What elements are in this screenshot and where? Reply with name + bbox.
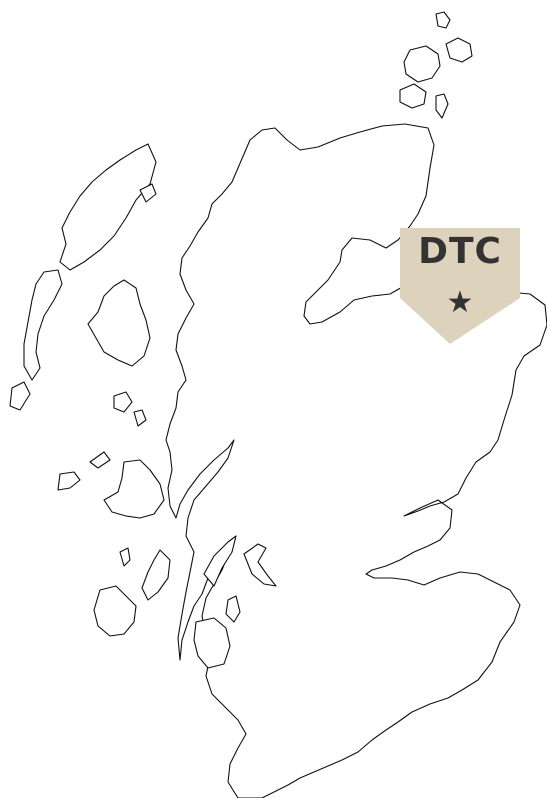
marker-label: DTC: [418, 231, 502, 272]
canna-island: [89, 451, 111, 469]
islay-island: [93, 585, 137, 637]
jura-island: [141, 549, 171, 601]
kintyre-inlet: [203, 535, 237, 587]
orkney-island-2: [399, 83, 427, 109]
coll-island: [57, 471, 81, 491]
star-icon: ★: [446, 285, 474, 320]
orkney-island-1: [403, 45, 441, 83]
marker-pennant-shape: [400, 228, 520, 344]
bute-island: [225, 595, 241, 623]
arran-island: [193, 617, 231, 669]
eigg-island: [133, 409, 147, 427]
rum-island: [113, 391, 133, 413]
mainland-outline: [165, 123, 547, 798]
cowal-inlet: [243, 543, 277, 587]
north-uist-island: [23, 269, 63, 381]
lewis-harris-island: [59, 143, 157, 271]
colonsay-island: [119, 547, 131, 567]
orkney-island-4: [435, 11, 451, 29]
lewis-loch-inlet: [139, 183, 157, 203]
dtc-location-marker[interactable]: DTC ★: [400, 228, 520, 344]
skye-island: [87, 279, 151, 367]
orkney-island-3: [445, 37, 473, 63]
mull-island: [103, 459, 165, 519]
barra-island: [9, 381, 31, 411]
orkney-island-5: [435, 93, 449, 119]
